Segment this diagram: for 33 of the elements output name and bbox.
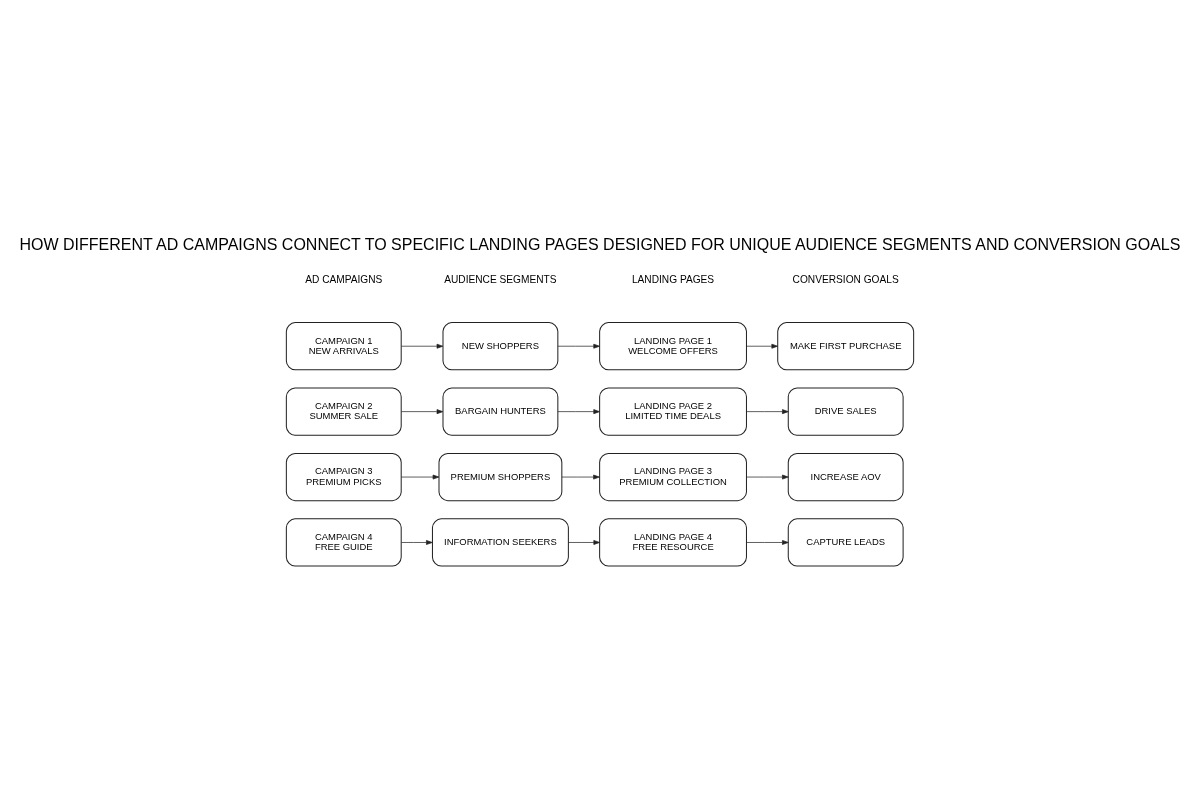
node-box: INFORMATION SEEKERS [431, 518, 569, 567]
arrow [746, 343, 778, 349]
node-box: BARGAIN HUNTERS [442, 387, 559, 436]
node-box: CAMPAIGN 3 PREMIUM PICKS [285, 452, 402, 502]
node-box: DRIVE SALES [787, 387, 904, 436]
node-box: LANDING PAGE 3 PREMIUM COLLECTION [599, 452, 747, 502]
node-box: NEW SHOPPERS [442, 322, 559, 371]
arrow [746, 474, 789, 480]
arrow [746, 409, 789, 415]
arrow [401, 409, 444, 415]
label: LANDING PAGES [631, 274, 715, 286]
label: AUDIENCE SEGMENTS [444, 274, 557, 286]
node-box: LANDING PAGE 2 LIMITED TIME DEALS [599, 387, 747, 436]
label: CONVERSION GOALS [792, 274, 899, 286]
node-box: INCREASE AOV [787, 452, 904, 502]
arrow [401, 343, 444, 349]
arrow [557, 409, 600, 415]
arrow [746, 540, 789, 545]
arrow [568, 540, 600, 545]
diagram-title: HOW DIFFERENT AD CAMPAIGNS CONNECT TO SPECIFIC LANDING PAGES DESIGNED FOR UNIQUE AUDIENCE SEGMENTS AND CONVERSION GOALS [19, 235, 1181, 253]
arrow [401, 474, 440, 480]
node-box: CAMPAIGN 1 NEW ARRIVALS [285, 322, 402, 371]
node-box: LANDING PAGE 4 FREE RESOURCE [599, 518, 747, 567]
label: AD CAMPAIGNS [305, 274, 383, 286]
arrow [401, 540, 433, 545]
node-box: PREMIUM SHOPPERS [438, 452, 563, 502]
node-box: MAKE FIRST PURCHASE [777, 322, 915, 371]
node-box: CAPTURE LEADS [787, 518, 904, 567]
node-box: CAMPAIGN 4 FREE GUIDE [285, 518, 402, 567]
arrow [557, 343, 600, 349]
node-box: CAMPAIGN 2 SUMMER SALE [285, 387, 402, 436]
arrow [561, 474, 600, 480]
node-box: LANDING PAGE 1 WELCOME OFFERS [599, 322, 747, 371]
